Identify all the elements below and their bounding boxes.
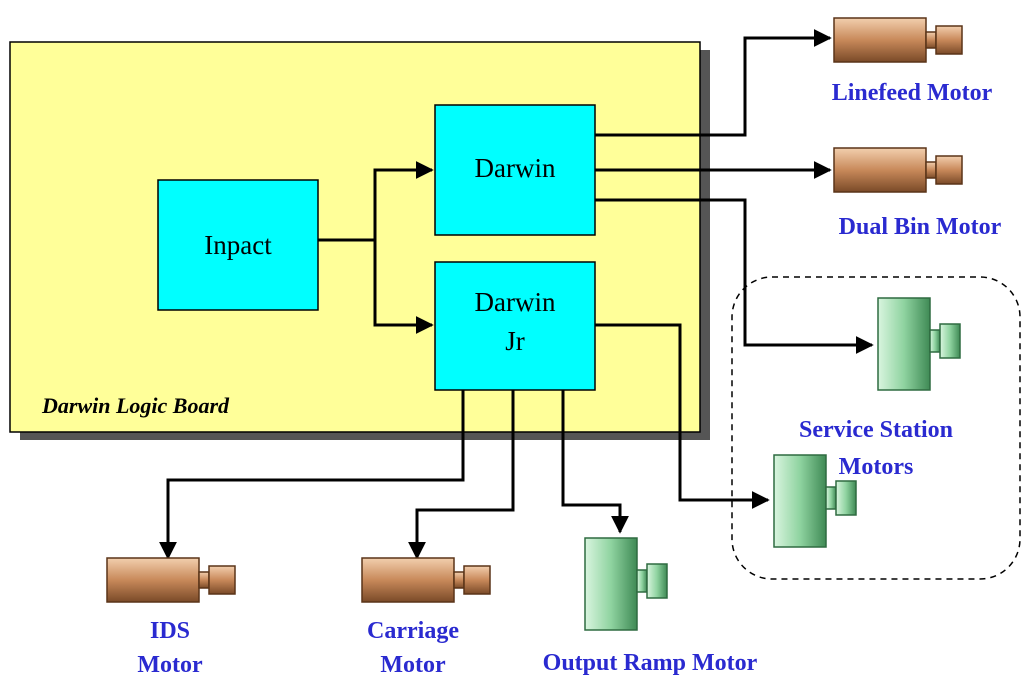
dc-motor-icon — [106, 557, 236, 603]
dual-bin-motor-label: Dual Bin Motor — [839, 214, 1002, 240]
board-label: Darwin Logic Board — [41, 393, 230, 418]
dc-motor-icon — [833, 147, 963, 193]
wire-impact-darwin-jr — [373, 240, 434, 334]
wire-output-ramp — [561, 390, 629, 534]
dc-motor-icon — [833, 17, 963, 63]
wire-ids — [159, 390, 465, 560]
ids-motor-label-2: Motor — [137, 652, 203, 678]
impact-chip-label: Inpact — [204, 230, 272, 260]
darwin-jr-label-2: Jr — [505, 326, 525, 356]
wire-linefeed — [595, 29, 832, 137]
carriage-motor-label-1: Carriage — [367, 618, 459, 644]
darwin-chip — [434, 104, 596, 236]
ids-motor-label-1: IDS — [150, 618, 190, 644]
stepper-motor-icon — [877, 297, 961, 391]
dc-motor-icon — [361, 557, 491, 603]
logic-board — [9, 41, 701, 433]
impact-chip — [157, 179, 319, 311]
darwin-jr-label-1: Darwin — [475, 287, 556, 317]
linefeed-motor-label: Linefeed Motor — [832, 80, 993, 106]
service-station-label-1: Service Station — [799, 417, 953, 443]
darwin-chip-label: Darwin — [475, 153, 556, 183]
wire-carriage — [408, 390, 515, 560]
stepper-motor-icon — [584, 537, 668, 631]
darwin-jr-chip — [434, 261, 596, 391]
wire-service-station-1 — [595, 198, 874, 354]
wire-impact-darwin — [318, 161, 434, 242]
carriage-motor-label-2: Motor — [380, 652, 446, 678]
service-station-group — [731, 276, 1021, 580]
output-ramp-motor-label: Output Ramp Motor — [543, 650, 758, 676]
service-station-label-2: Motors — [839, 454, 914, 480]
wire-service-station-2 — [595, 323, 770, 509]
